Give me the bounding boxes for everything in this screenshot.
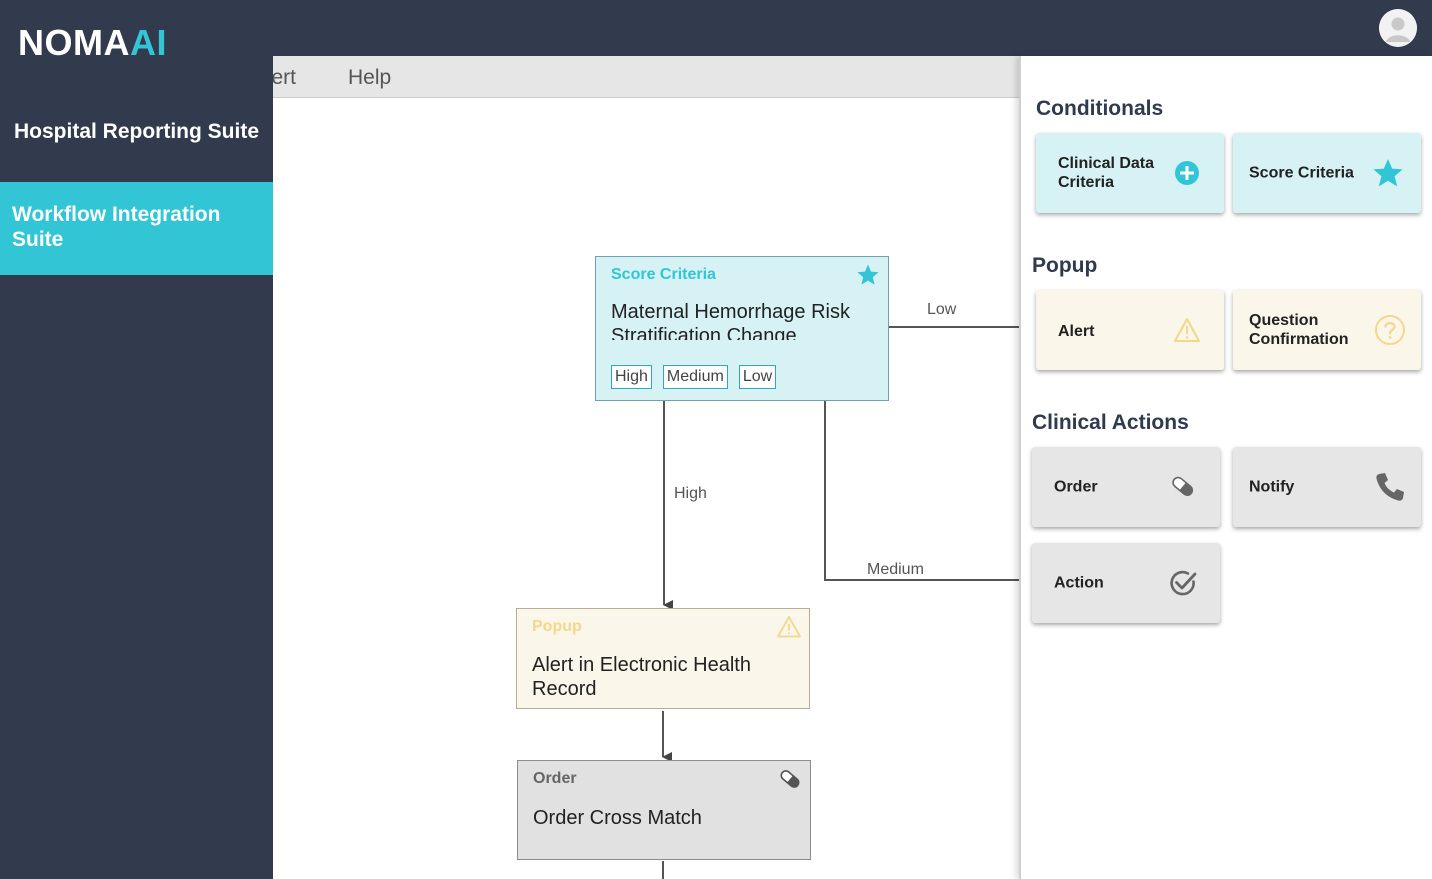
- tile-clinical-data-criteria[interactable]: Clinical Data Criteria: [1036, 133, 1224, 213]
- plus-circle-icon: [1175, 161, 1199, 185]
- score-criteria-node[interactable]: Score Criteria Maternal Hemorrhage Risk …: [595, 256, 889, 401]
- node-title: Order Cross Match: [533, 807, 702, 829]
- node-type-label: Order: [533, 770, 577, 787]
- sidebar-item-workflow-integration[interactable]: Workflow Integration Suite: [0, 182, 273, 275]
- edge-medium: [824, 401, 1033, 581]
- tile-label: Order: [1054, 478, 1098, 496]
- popup-node[interactable]: Popup Alert in Electronic Health Record: [516, 608, 810, 709]
- star-icon: [1373, 159, 1403, 187]
- menu-insert[interactable]: sert: [273, 66, 297, 89]
- node-palette-panel: Conditionals Clinical Data Criteria Scor…: [1019, 56, 1432, 879]
- edge-label-high: High: [672, 485, 709, 503]
- node-title: Maternal Hemorrhage Risk Stratification …: [611, 301, 850, 340]
- brand-name-a: NOMA: [18, 22, 130, 63]
- sidebar-item-hospital-reporting[interactable]: Hospital Reporting Suite: [0, 119, 273, 182]
- tile-order[interactable]: Order: [1032, 447, 1220, 527]
- tag-medium[interactable]: Medium: [662, 365, 728, 389]
- node-title: Alert in Electronic Health Record: [532, 654, 751, 700]
- node-type-label: Popup: [532, 618, 582, 635]
- section-title-popup: Popup: [1032, 254, 1098, 277]
- node-type-label: Score Criteria: [611, 266, 716, 283]
- star-icon: [857, 264, 879, 285]
- sidebar-item-label: Hospital Reporting Suite: [14, 120, 260, 143]
- question-circle-icon: [1375, 315, 1405, 345]
- pill-icon: [1172, 476, 1194, 497]
- section-title-clinical-actions: Clinical Actions: [1032, 411, 1189, 434]
- section-title-conditionals: Conditionals: [1036, 97, 1164, 120]
- brand-name-b: AI: [130, 22, 167, 63]
- tag-low[interactable]: Low: [738, 365, 777, 389]
- menu-bar: sert Help: [273, 56, 1033, 98]
- edge-label-medium: Medium: [865, 561, 926, 579]
- tile-label: Question Confirmation: [1249, 312, 1349, 348]
- phone-icon: [1376, 473, 1404, 501]
- tile-label: Action: [1054, 574, 1104, 592]
- sidebar-item-label: Workflow Integration Suite: [12, 203, 221, 251]
- tile-question-confirmation[interactable]: Question Confirmation: [1233, 290, 1421, 370]
- pill-icon: [780, 770, 800, 788]
- warning-icon: [777, 616, 801, 638]
- tile-notify[interactable]: Notify: [1233, 447, 1421, 527]
- edge-label-low: Low: [925, 301, 959, 319]
- tile-alert[interactable]: Alert: [1036, 290, 1224, 370]
- order-node[interactable]: Order Order Cross Match: [517, 760, 811, 860]
- tile-score-criteria[interactable]: Score Criteria: [1233, 133, 1421, 213]
- tile-label: Score Criteria: [1249, 164, 1354, 182]
- user-avatar[interactable]: [1379, 9, 1417, 47]
- tile-label: Notify: [1249, 478, 1295, 496]
- brand-logo: NOMAAI: [18, 22, 167, 64]
- flow-connectors: [662, 326, 1033, 879]
- check-circle-icon: [1170, 570, 1197, 596]
- user-icon: [1379, 9, 1417, 47]
- tile-action[interactable]: Action: [1032, 543, 1220, 623]
- workflow-canvas[interactable]: Low High Medium Score Criteria Maternal …: [273, 56, 1033, 879]
- tag-high[interactable]: High: [611, 365, 652, 389]
- menu-help[interactable]: Help: [348, 66, 392, 89]
- tile-label: Clinical Data Criteria: [1058, 155, 1155, 191]
- warning-icon: [1174, 318, 1200, 342]
- tile-label: Alert: [1058, 323, 1095, 340]
- score-outcome-tags: High Medium Low: [611, 365, 777, 389]
